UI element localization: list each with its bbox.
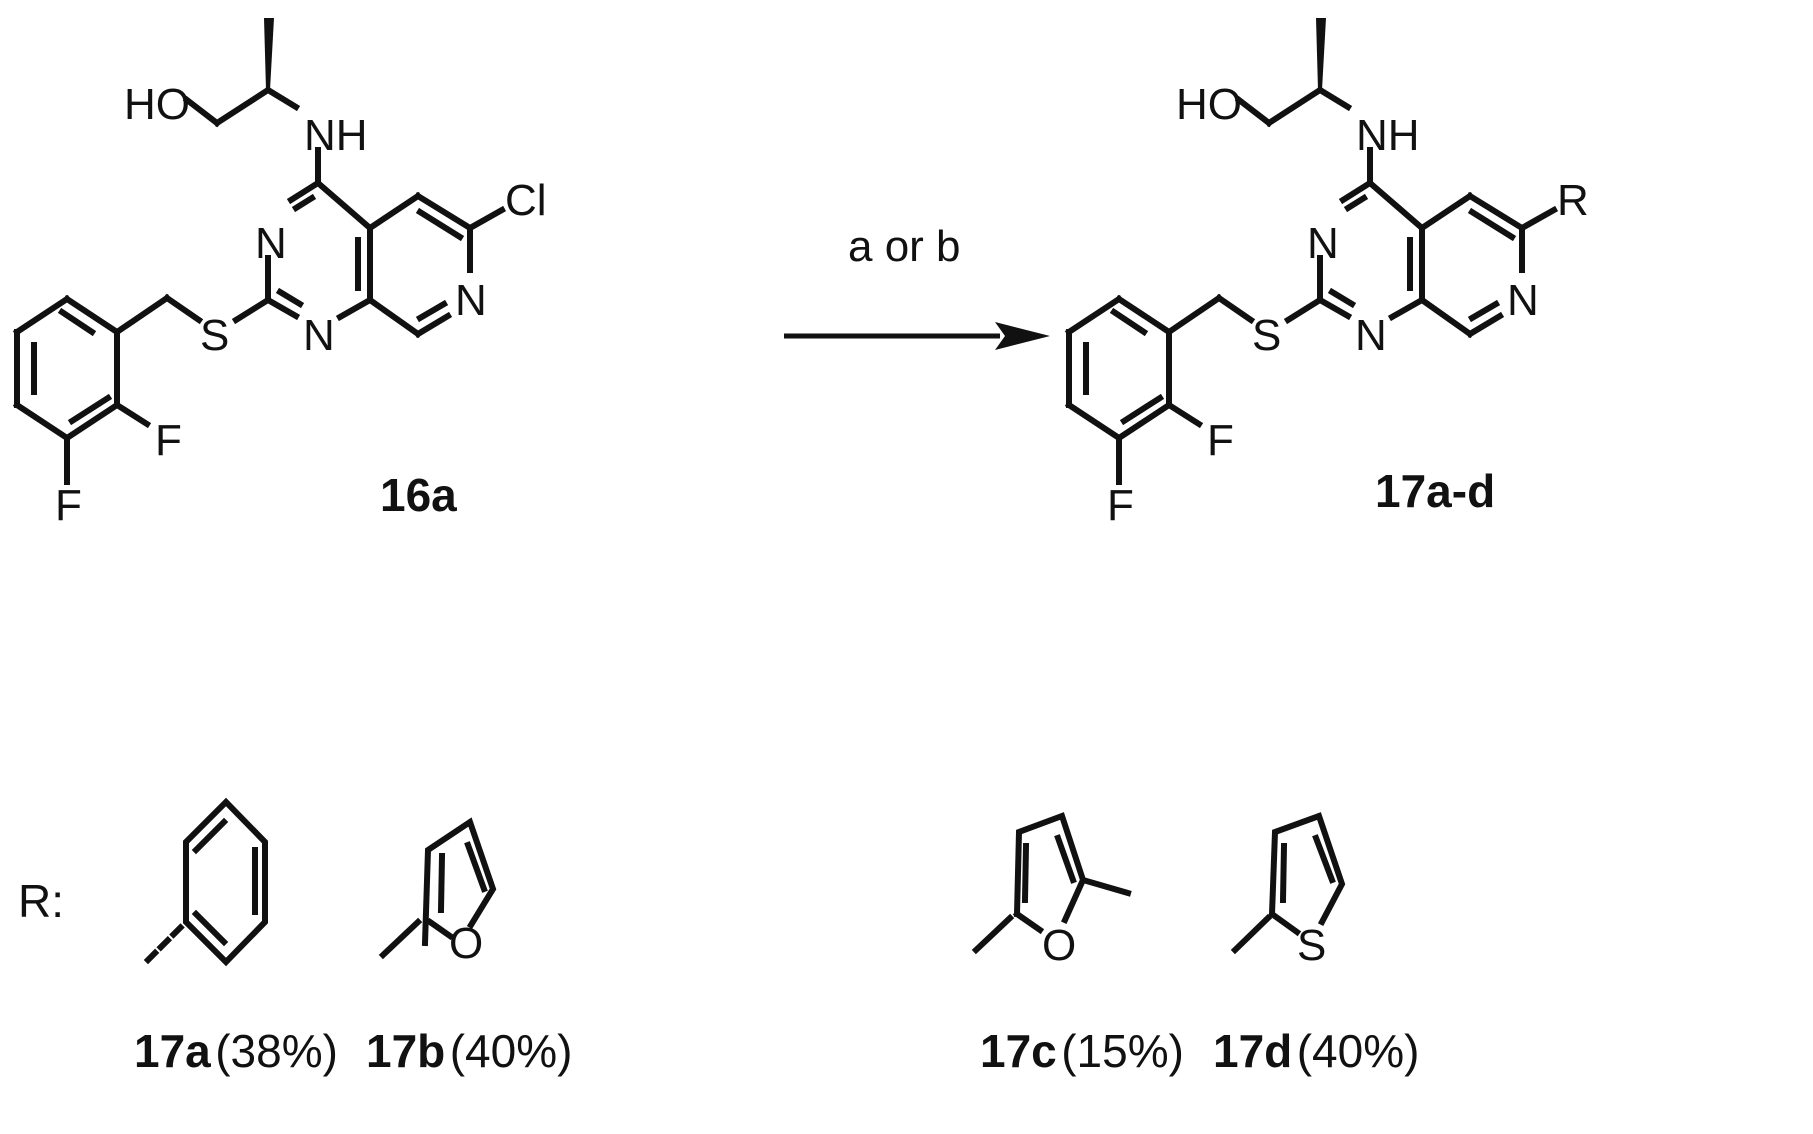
r-group-methylfuryl: O bbox=[971, 812, 1132, 970]
r-group-phenyl bbox=[143, 797, 268, 967]
atom-n7: N bbox=[1507, 276, 1539, 325]
atom-cl: Cl bbox=[505, 176, 547, 225]
atom-r: R bbox=[1557, 176, 1589, 225]
r-group-thienyl: S bbox=[1230, 812, 1346, 970]
reaction-arrow-icon bbox=[784, 322, 1050, 350]
atom-n3: N bbox=[1307, 219, 1339, 268]
atom-s: S bbox=[1252, 311, 1281, 360]
atom-o: O bbox=[1042, 921, 1076, 970]
r-group-furyl: O bbox=[378, 817, 497, 968]
atom-n1: N bbox=[303, 311, 335, 360]
compound-17d: 17d (40%) bbox=[1213, 1025, 1420, 1077]
atom-s: S bbox=[1297, 921, 1326, 970]
reaction-conditions: a or b bbox=[848, 222, 961, 271]
atom-n3: N bbox=[255, 219, 287, 268]
molecule-16a: HO NH N S N N Cl F F bbox=[17, 18, 547, 530]
atom-f3: F bbox=[1107, 481, 1134, 530]
compound-17c: 17c (15%) bbox=[980, 1025, 1184, 1077]
atom-f2: F bbox=[155, 416, 182, 465]
atom-f3: F bbox=[55, 481, 82, 530]
atom-nh: NH bbox=[1356, 111, 1420, 160]
atom-ho: HO bbox=[124, 80, 190, 129]
atom-f2: F bbox=[1207, 416, 1234, 465]
atom-nh: NH bbox=[304, 111, 368, 160]
compound-17a: 17a (38%) bbox=[134, 1025, 338, 1077]
atom-n7: N bbox=[455, 276, 487, 325]
atom-s: S bbox=[200, 311, 229, 360]
atom-n1: N bbox=[1355, 311, 1387, 360]
atom-o: O bbox=[449, 919, 483, 968]
compound-label-16a: 16a bbox=[380, 469, 457, 521]
r-group-label: R: bbox=[18, 875, 64, 927]
compound-label-17a-d: 17a-d bbox=[1375, 465, 1496, 517]
atom-ho: HO bbox=[1176, 80, 1242, 129]
molecule-17a-d: HO NH N S N N R F F bbox=[1069, 18, 1589, 530]
compound-17b: 17b (40%) bbox=[366, 1025, 573, 1077]
